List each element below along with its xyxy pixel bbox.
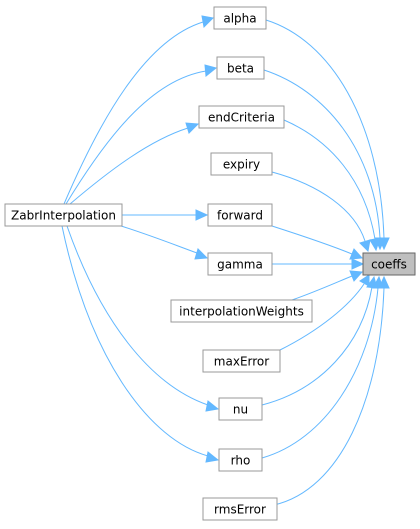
node-alpha[interactable]: alpha bbox=[213, 6, 267, 30]
node-zabrinterpolation[interactable]: ZabrInterpolation bbox=[4, 203, 123, 227]
arrowhead-gamma bbox=[194, 248, 209, 260]
edge-rmserror-coeffs bbox=[273, 287, 385, 506]
node-endcriteria[interactable]: endCriteria bbox=[198, 105, 285, 129]
edge-alpha-coeffs bbox=[265, 19, 385, 239]
edge-zabr-nu bbox=[66, 225, 209, 406]
node-beta[interactable]: beta bbox=[216, 56, 265, 80]
svg-text:nu: nu bbox=[233, 403, 248, 417]
edge-beta-coeffs bbox=[263, 69, 381, 239]
arrowhead-rho bbox=[205, 451, 220, 463]
svg-text:interpolationWeights: interpolationWeights bbox=[179, 305, 304, 319]
arrowhead-endcriteria-coeffs bbox=[369, 237, 381, 252]
edge-forward-coeffs bbox=[271, 225, 353, 255]
arrowhead-forward bbox=[195, 209, 209, 221]
svg-text:gamma: gamma bbox=[217, 258, 263, 272]
arrowhead-maxerror-coeffs bbox=[359, 274, 370, 287]
edge-nu-coeffs bbox=[261, 286, 373, 406]
node-gamma[interactable]: gamma bbox=[207, 252, 273, 276]
node-interpolationweights[interactable]: interpolationWeights bbox=[170, 299, 313, 323]
svg-text:beta: beta bbox=[227, 62, 254, 76]
node-coeffs[interactable]: coeffs bbox=[362, 252, 416, 276]
node-expiry[interactable]: expiry bbox=[210, 152, 273, 176]
arrowhead-alpha bbox=[201, 15, 215, 29]
svg-text:coeffs: coeffs bbox=[371, 258, 407, 272]
edge-zabr-alpha bbox=[63, 21, 204, 205]
arrowhead-rmserror-coeffs bbox=[378, 275, 390, 289]
node-nu[interactable]: nu bbox=[218, 397, 263, 421]
node-forward[interactable]: forward bbox=[207, 203, 273, 227]
edge-interpweights-coeffs bbox=[291, 275, 353, 301]
edge-maxerror-coeffs bbox=[279, 283, 365, 351]
arrowhead-beta bbox=[204, 64, 218, 77]
svg-text:expiry: expiry bbox=[223, 158, 260, 172]
node-rmserror[interactable]: rmsError bbox=[202, 497, 278, 521]
arrowhead-nu bbox=[205, 400, 220, 412]
node-rho[interactable]: rho bbox=[218, 448, 263, 472]
svg-text:rmsError: rmsError bbox=[214, 503, 266, 517]
edge-endcriteria-coeffs bbox=[283, 119, 376, 240]
edge-expiry-coeffs bbox=[271, 171, 366, 242]
edge-zabr-endcriteria bbox=[69, 127, 189, 205]
arrowhead-interpweights-coeffs bbox=[349, 270, 364, 282]
edge-zabr-beta bbox=[65, 70, 207, 205]
svg-text:rho: rho bbox=[231, 454, 251, 468]
arrowhead-forward-coeffs bbox=[349, 248, 364, 260]
svg-text:alpha: alpha bbox=[223, 12, 256, 26]
svg-text:maxError: maxError bbox=[214, 355, 269, 369]
edge-zabr-rho bbox=[61, 225, 209, 457]
arrowhead-expiry-coeffs bbox=[359, 239, 371, 253]
edge-rho-coeffs bbox=[261, 287, 379, 459]
svg-text:ZabrInterpolation: ZabrInterpolation bbox=[11, 209, 116, 223]
svg-text:forward: forward bbox=[217, 209, 263, 223]
node-maxerror[interactable]: maxError bbox=[202, 349, 281, 373]
edge-zabr-gamma bbox=[117, 224, 198, 254]
arrowhead-endcriteria bbox=[185, 122, 200, 134]
svg-text:endCriteria: endCriteria bbox=[208, 111, 275, 125]
arrowhead-gamma-coeffs bbox=[351, 258, 365, 270]
